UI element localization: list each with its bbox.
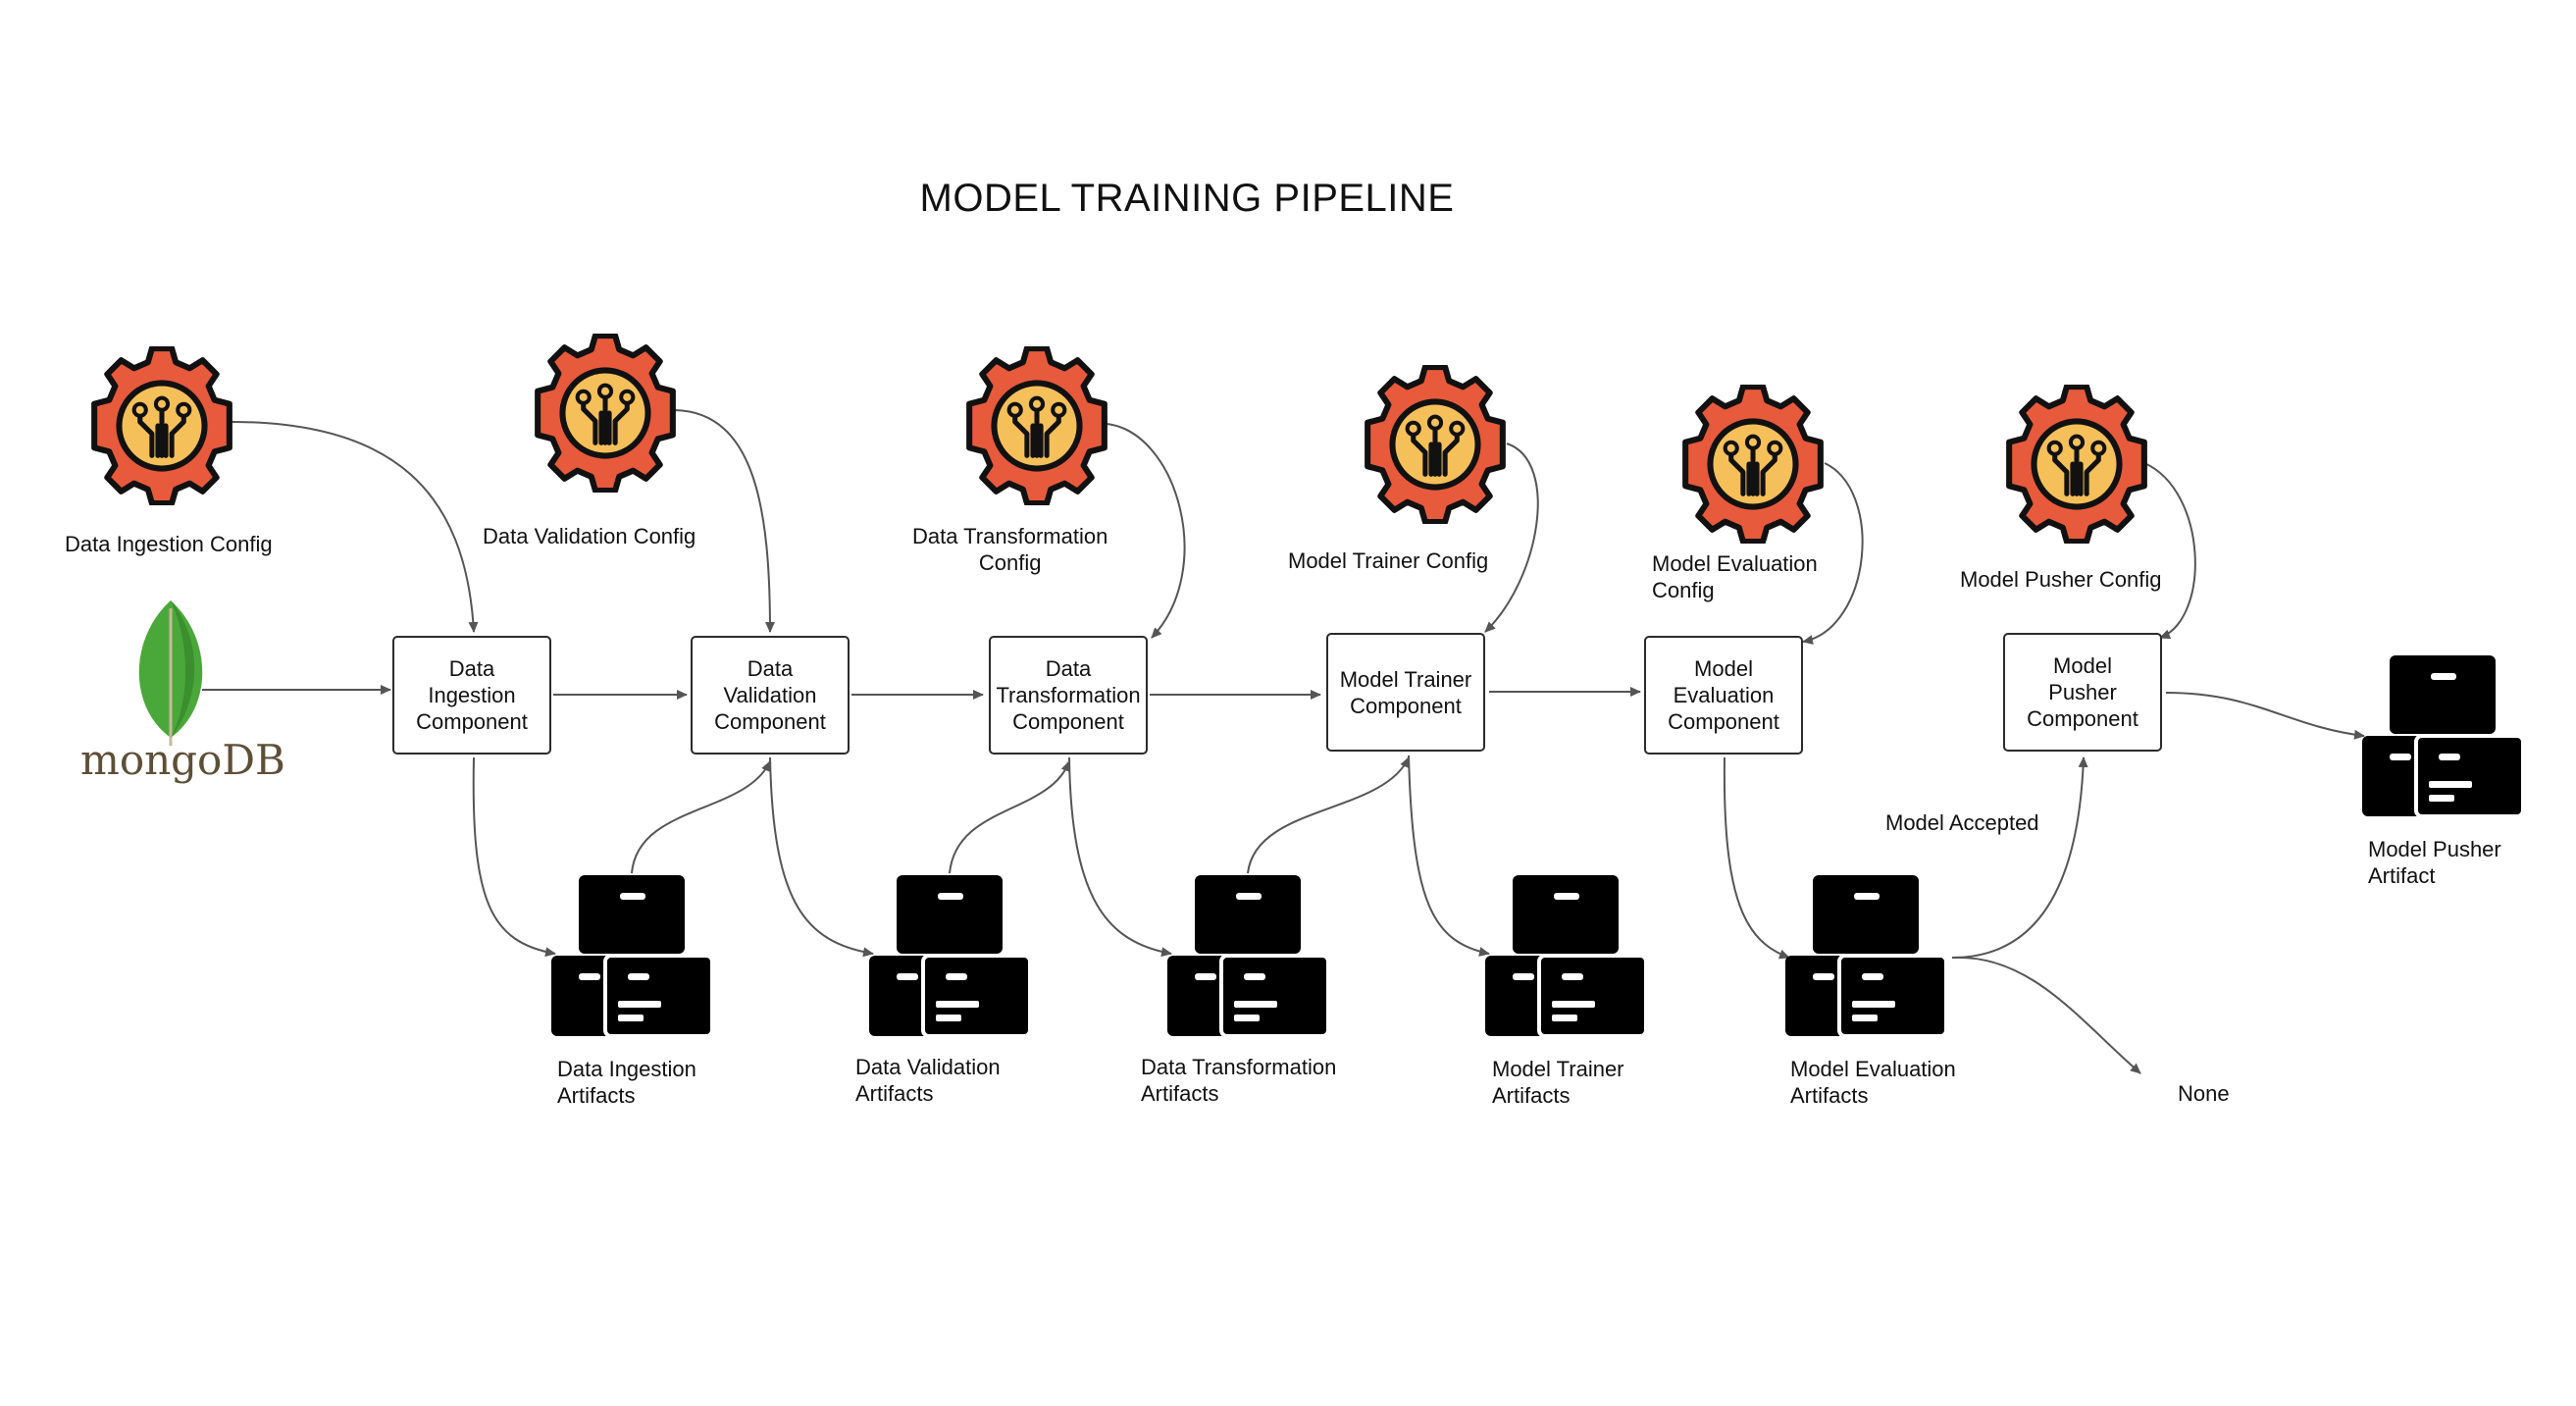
edge-config-validation xyxy=(674,409,775,633)
component-label: Model Evaluation Component xyxy=(1668,656,1779,734)
boxes-icon xyxy=(869,875,1030,1036)
boxes-icon xyxy=(1785,875,1946,1036)
artifact-label-trainer: Model Trainer Artifacts xyxy=(1492,1057,1624,1108)
gear-circuit-icon xyxy=(1367,367,1503,522)
component-ingestion: Data Ingestion Component xyxy=(392,636,551,755)
edge-transformation-artifacts xyxy=(1068,756,1172,958)
edge-label-none: None xyxy=(2178,1081,2230,1106)
gear-circuit-icon xyxy=(1685,387,1821,542)
edge-pusher-artifact xyxy=(2165,692,2365,740)
component-label: Model Trainer Component xyxy=(1339,666,1472,718)
gear-circuit-icon xyxy=(94,348,230,503)
component-label: Model Pusher Component xyxy=(2027,653,2138,731)
artifact-label-pusher: Model Pusher Artifact xyxy=(2368,837,2501,888)
artifact-label-transformation: Data Transformation Artifacts xyxy=(1141,1055,1337,1106)
edge-config-ingestion xyxy=(231,421,479,633)
boxes-icon xyxy=(1485,875,1646,1036)
edge-ingest-artifacts-validation xyxy=(631,760,771,874)
gear-circuit-icon xyxy=(969,348,1105,503)
edge-config-pusher xyxy=(2143,462,2196,640)
edge-trainer-artifacts xyxy=(1408,755,1490,957)
component-label: Data Validation Component xyxy=(714,656,826,734)
artifact-label-evaluation: Model Evaluation Artifacts xyxy=(1790,1057,1956,1108)
edge-config-trainer xyxy=(1484,443,1539,633)
edge-config-evaluation xyxy=(1802,462,1864,645)
component-trainer: Model Trainer Component xyxy=(1326,633,1485,752)
mongodb-leaf-icon xyxy=(138,600,203,746)
edge-validation-artifacts xyxy=(769,756,874,958)
component-validation: Data Validation Component xyxy=(691,636,850,755)
component-label: Data Ingestion Component xyxy=(416,656,528,734)
component-label: Data Transformation Component xyxy=(996,656,1141,734)
artifact-label-validation: Data Validation Artifacts xyxy=(855,1055,1001,1106)
edge-transf-artifacts-trainer xyxy=(1247,756,1410,874)
page-title: MODEL TRAINING PIPELINE xyxy=(919,177,1455,220)
boxes-icon xyxy=(2362,655,2523,816)
artifact-label-ingestion: Data Ingestion Artifacts xyxy=(557,1057,696,1108)
edge-ingestion-artifacts xyxy=(472,756,556,958)
config-label-pusher: Model Pusher Config xyxy=(1960,567,2162,592)
boxes-icon xyxy=(551,875,712,1036)
gear-circuit-icon xyxy=(538,336,673,491)
edge-model-accepted xyxy=(1951,756,2088,959)
gear-circuit-icon xyxy=(2009,387,2144,542)
mongodb-logo-text: mongoDB xyxy=(80,736,285,784)
boxes-icon xyxy=(1167,875,1328,1036)
config-label-ingestion: Data Ingestion Config xyxy=(65,532,273,556)
edge-valid-artifacts-transformation xyxy=(949,760,1071,874)
component-evaluation: Model Evaluation Component xyxy=(1644,636,1803,755)
config-label-evaluation: Model Evaluation Config xyxy=(1652,551,1818,602)
config-label-transformation: Data Transformation Config xyxy=(912,524,1108,575)
edge-label-model-accepted: Model Accepted xyxy=(1885,810,2039,835)
edge-config-transformation xyxy=(1106,423,1186,639)
component-transformation: Data Transformation Component xyxy=(989,636,1148,755)
edge-evaluation-artifacts xyxy=(1723,756,1790,960)
config-label-trainer: Model Trainer Config xyxy=(1288,548,1489,573)
edge-none xyxy=(1951,956,2141,1074)
component-pusher: Model Pusher Component xyxy=(2003,633,2162,752)
config-label-validation: Data Validation Config xyxy=(483,524,696,548)
